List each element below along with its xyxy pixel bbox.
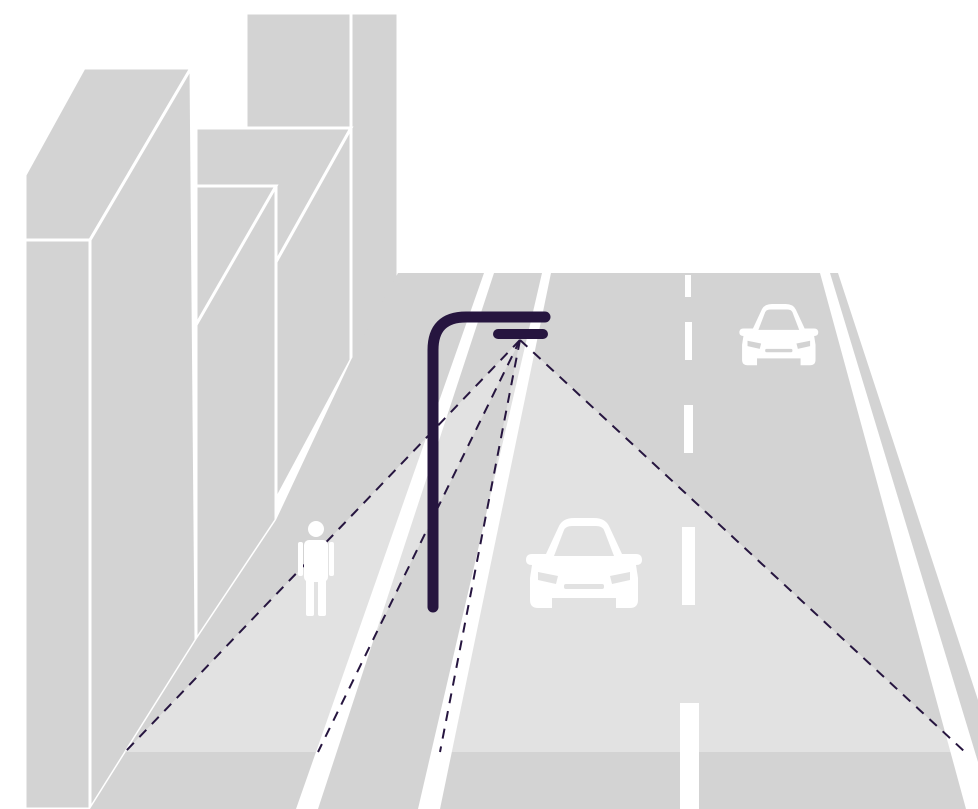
center-dash [685,322,692,360]
car-grille [564,584,604,589]
person-arm-left [298,542,303,576]
person-body [304,540,328,582]
car-grille [765,349,792,352]
person-arm-right [329,542,334,576]
person-leg-left [306,578,314,616]
center-dash [682,527,695,605]
center-dash [685,275,691,297]
person-leg-right [318,578,326,616]
center-dash [684,405,693,453]
person-head [308,521,324,537]
center-dash [680,703,699,809]
building-front-face [25,240,90,809]
